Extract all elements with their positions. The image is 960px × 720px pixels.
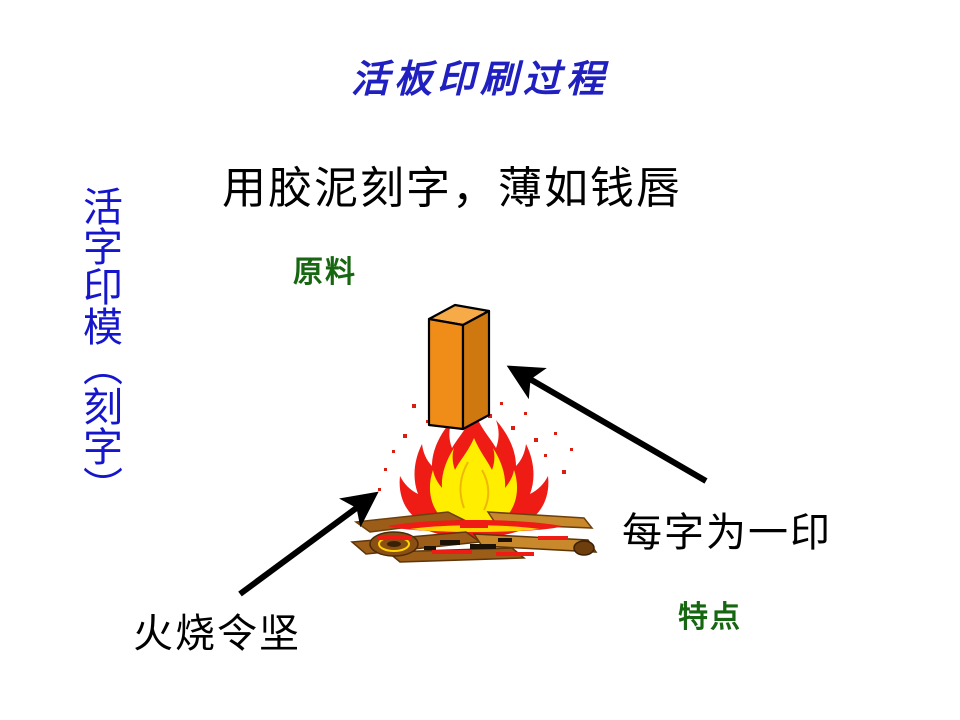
block-front-face: [427, 317, 465, 431]
charred-embers: [424, 538, 512, 550]
clay-type-block: [425, 303, 493, 431]
each-character-one-type-label: 每字为一印: [622, 510, 832, 556]
flame-core: [429, 438, 518, 528]
block-side-face: [461, 309, 491, 431]
flame-inner-streak: [459, 461, 490, 511]
material-label: 原料: [293, 255, 357, 290]
log-embers: [378, 524, 568, 556]
vertical-side-label: 活字印模（刻字）: [76, 186, 122, 506]
fire-harden-label: 火烧令坚: [133, 611, 301, 657]
feature-label: 特点: [678, 600, 742, 635]
subtitle-text: 用胶泥刻字，薄如钱唇: [222, 163, 682, 214]
page-title: 活板印刷过程: [350, 56, 609, 101]
clay-block-icon: [427, 303, 491, 431]
